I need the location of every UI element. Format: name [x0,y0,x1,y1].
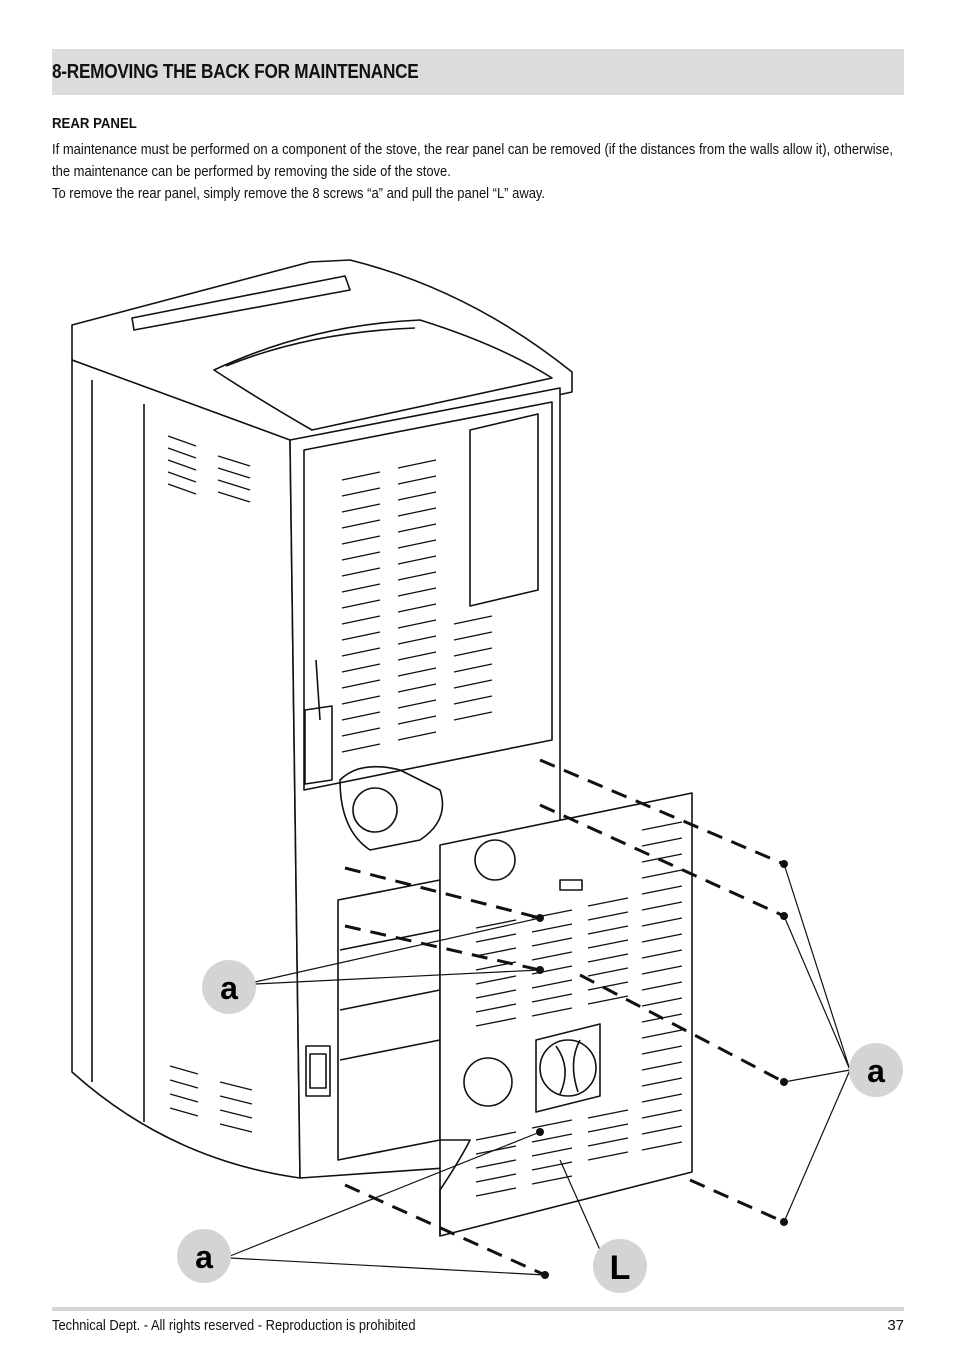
subsection-title: REAR PANEL [52,115,137,132]
footer-divider [52,1307,904,1311]
stove-side-body [71,359,301,1179]
page-number: 37 [887,1317,904,1334]
callout-a-right: a [849,1043,903,1097]
rear-panel-L [439,792,693,1237]
callout-a-right-label: a [867,1053,885,1089]
instruction-paragraph-2: To remove the rear panel, simply remove … [52,185,546,202]
callout-a-left: a [202,960,256,1014]
callout-a-bottom-label: a [195,1239,213,1275]
callout-a-bottom: a [177,1229,231,1283]
callout-L-label: L [610,1249,631,1287]
section-title: 8-REMOVING THE BACK FOR MAINTENANCE [52,61,419,83]
callout-a-left-label: a [220,970,238,1006]
instruction-paragraph-1: If maintenance must be performed on a co… [52,141,893,180]
footer-copyright: Technical Dept. - All rights reserved - … [52,1317,416,1334]
section-header-bar: 8-REMOVING THE BACK FOR MAINTENANCE [52,49,904,95]
stove-rear-panel-diagram: a a a L [71,259,903,1293]
callout-L: L [593,1239,647,1293]
